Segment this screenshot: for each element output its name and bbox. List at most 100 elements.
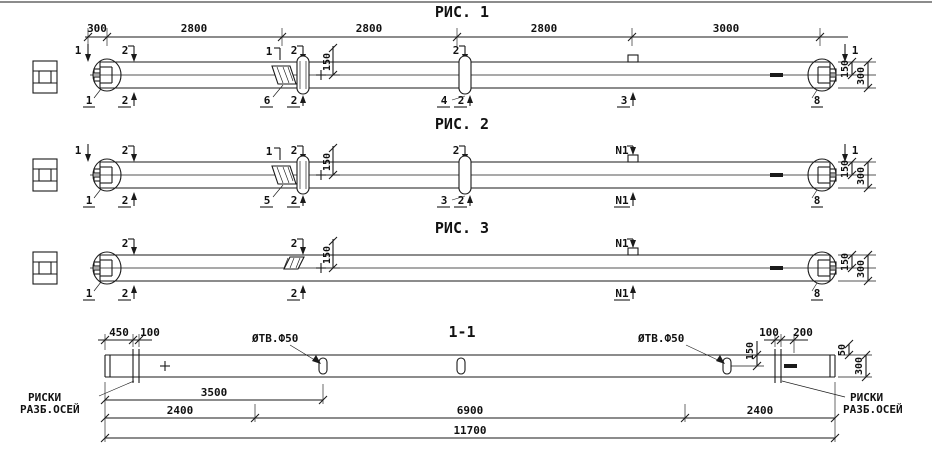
lifting-hole [458,55,472,95]
stub-mark [627,154,639,163]
hole-f50 [318,357,328,375]
cut-label: 2 [291,94,298,107]
lifting-hole [458,155,472,195]
position-label: N1 [615,194,629,207]
cut-label: 1 [852,144,859,157]
fig1-title: РИС. 1 [435,3,489,21]
cut-label: 2 [291,287,298,300]
hole-f50 [722,357,732,375]
cut-label: 2 [122,44,129,57]
position-label: 5 [264,194,271,207]
dim-label: 150 [745,342,756,360]
dim-label: 100 [140,326,160,339]
position-label: 4 [441,94,448,107]
fig2-marker-633: N1 N1 [614,144,636,208]
cut-label: 2 [453,44,460,57]
section-riski-right: РИСКИ РАЗБ.ОСЕЙ [781,380,903,416]
hole-label: ØТВ.Ф50 [251,332,298,345]
dim-label: 300 [854,357,865,375]
dim-label: 3000 [713,22,740,35]
position-label: 1 [86,94,93,107]
dim-label: 300 [856,260,867,278]
cut-label: 1 [75,144,82,157]
fig-3: 2 2 2 150 2 N1 N1 1 8 150 300 [83,236,876,301]
cut-label: 2 [291,237,298,250]
section-bottom-dims: 3500 2400 6900 2400 11700 [100,382,840,443]
beam-section-icon [32,60,58,94]
dim-label: 2800 [181,22,208,35]
cut-label: 2 [122,94,129,107]
embed-plate-mark [770,173,783,177]
fig1-end-callout-left: 1 [83,58,122,108]
cut-label: 2 [458,194,465,207]
dim-label: 150 [322,246,333,264]
fig2-marker-135: 2 2 [118,144,137,208]
fig1-hole-detail: 2 4 2 [437,44,473,108]
fig2-title: РИС. 2 [435,115,489,133]
beam-section-icon [32,158,58,192]
fig1-marker-135: 2 2 [118,44,137,108]
beam-section-icon [32,251,58,285]
fig3-end-callout-right: 8 [807,251,837,301]
position-label: N1 [615,287,629,300]
hatched-plate [271,165,297,185]
cut-label: 2 [291,44,298,57]
position-label: 1 [86,194,93,207]
fig2-end-callout-right: 8 [807,158,837,208]
dim-label: 2400 [747,404,774,417]
fig2-cut-marker-right: 1 [842,144,859,162]
dim-label: 150 [840,253,851,271]
cut-label: 2 [122,287,129,300]
lifting-hole [296,55,310,95]
cut-label: 2 [291,194,298,207]
fig1-right-dims: 150 300 [838,57,876,93]
stub-mark [627,247,639,256]
section-1-1: 450 100 100 200 ØТВ.Ф50 ØТВ.Ф50 150 50 3… [20,326,903,443]
fig-1: 300 2800 2800 2800 3000 1 1 2 2 1 2 [75,22,876,108]
dim-label: 300 [856,67,867,85]
fig2-hole-detail: 2 3 2 [437,144,473,208]
fig2-cut-marker-left: 1 [75,144,91,162]
section-title: 1-1 [448,323,475,341]
dim-label: 11700 [453,424,486,437]
position-label: 6 [264,94,271,107]
stub-mark [627,54,639,63]
dim-label: 2800 [356,22,383,35]
dim-label: 2400 [167,404,194,417]
cut-label: N1 [615,237,629,250]
section-hole-callout-left: ØТВ.Ф50 [251,332,321,364]
fig2-right-dims: 150 300 [838,157,876,193]
fig3-end-callout-left: 1 [83,251,122,301]
lifting-hole [296,155,310,195]
position-label: 1 [86,287,93,300]
cut-label: 2 [291,144,298,157]
hatched-plate [271,65,297,85]
embed-plate-mark [770,73,783,77]
cut-label: 1 [852,44,859,57]
dim-label: 2800 [531,22,558,35]
cut-label: N1 [615,144,629,157]
position-label: 8 [814,94,821,107]
detail-label: 1 [266,45,273,58]
fig3-plate-detail: 2 150 2 [283,236,340,301]
embed-plate-mark [770,266,783,270]
fig2-loop-detail: 1 2 150 5 2 [260,143,340,208]
hole-f50 [456,357,466,375]
fig3-right-dims: 150 300 [838,250,876,286]
section-top-right-dims: 100 200 [759,326,813,353]
position-label: 8 [814,287,821,300]
position-label: 3 [621,94,628,107]
riski-label: РАЗБ.ОСЕЙ [843,403,903,416]
riski-label: РАЗБ.ОСЕЙ [20,403,80,416]
position-label: 8 [814,194,821,207]
cut-label: 2 [453,144,460,157]
dim-label: 6900 [457,404,484,417]
dim-label: 3500 [201,386,228,399]
dim-label: 450 [109,326,129,339]
section-top-left-dims: 450 100 [98,326,160,350]
cut-label: 2 [458,94,465,107]
fig1-cut-marker-right: 1 [842,44,859,62]
fig3-beam [90,247,848,282]
